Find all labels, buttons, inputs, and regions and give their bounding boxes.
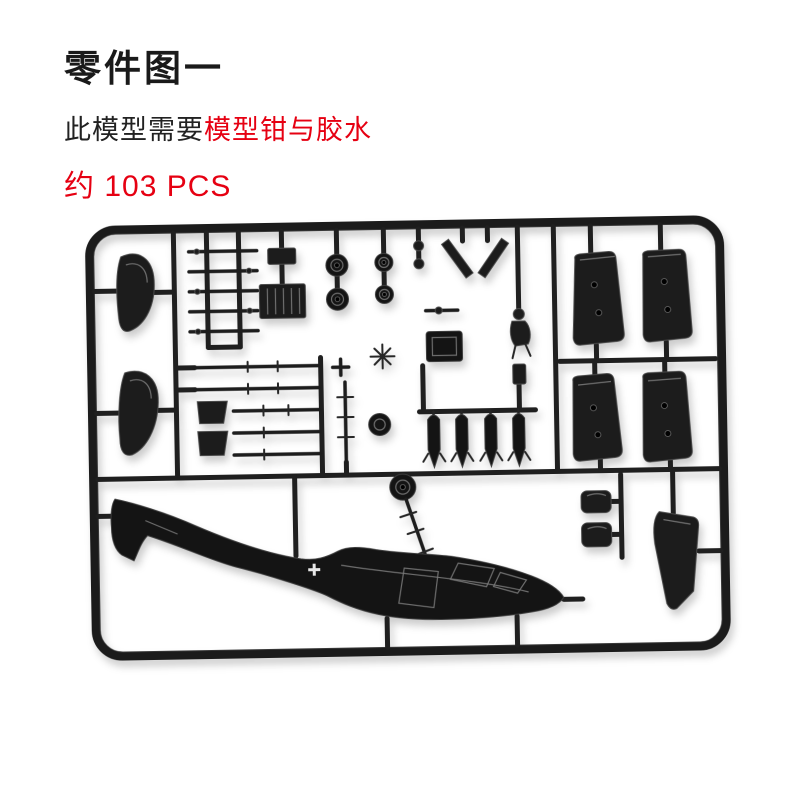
part-pilot-figure [509, 308, 532, 360]
parts-engine-cowls [572, 248, 693, 463]
parts-rotor-hubs [325, 240, 425, 311]
requirement-line: 此模型需要模型钳与胶水 [64, 108, 372, 147]
requirement-highlight: 模型钳与胶水 [204, 115, 372, 145]
parts-antenna-rods [186, 248, 260, 335]
requirement-prefix: 此模型需要 [64, 115, 204, 145]
part-canopy-top [116, 253, 155, 332]
piece-count: 约 103 PCS [64, 170, 232, 203]
product-photo [80, 210, 740, 672]
part-instrument-plate [258, 247, 307, 320]
parts-small-fittings [330, 343, 396, 464]
part-fuselage [110, 498, 565, 621]
sprue-frame [85, 215, 731, 661]
part-tail-fin [653, 511, 700, 610]
sprue-photo [85, 215, 731, 661]
parts-missiles [422, 408, 532, 470]
part-canopy-bottom [118, 370, 159, 456]
sprue-runners [91, 222, 724, 650]
part-rotor-mast [389, 473, 434, 556]
parts-exhaust-fairings [580, 490, 613, 548]
header: 零件图一 此模型需要模型钳与胶水 约 103 PCS [64, 38, 372, 205]
parts-weapon-pylons [192, 360, 322, 461]
parts-struts-and-box [423, 237, 527, 385]
page-title: 零件图一 [64, 48, 224, 89]
